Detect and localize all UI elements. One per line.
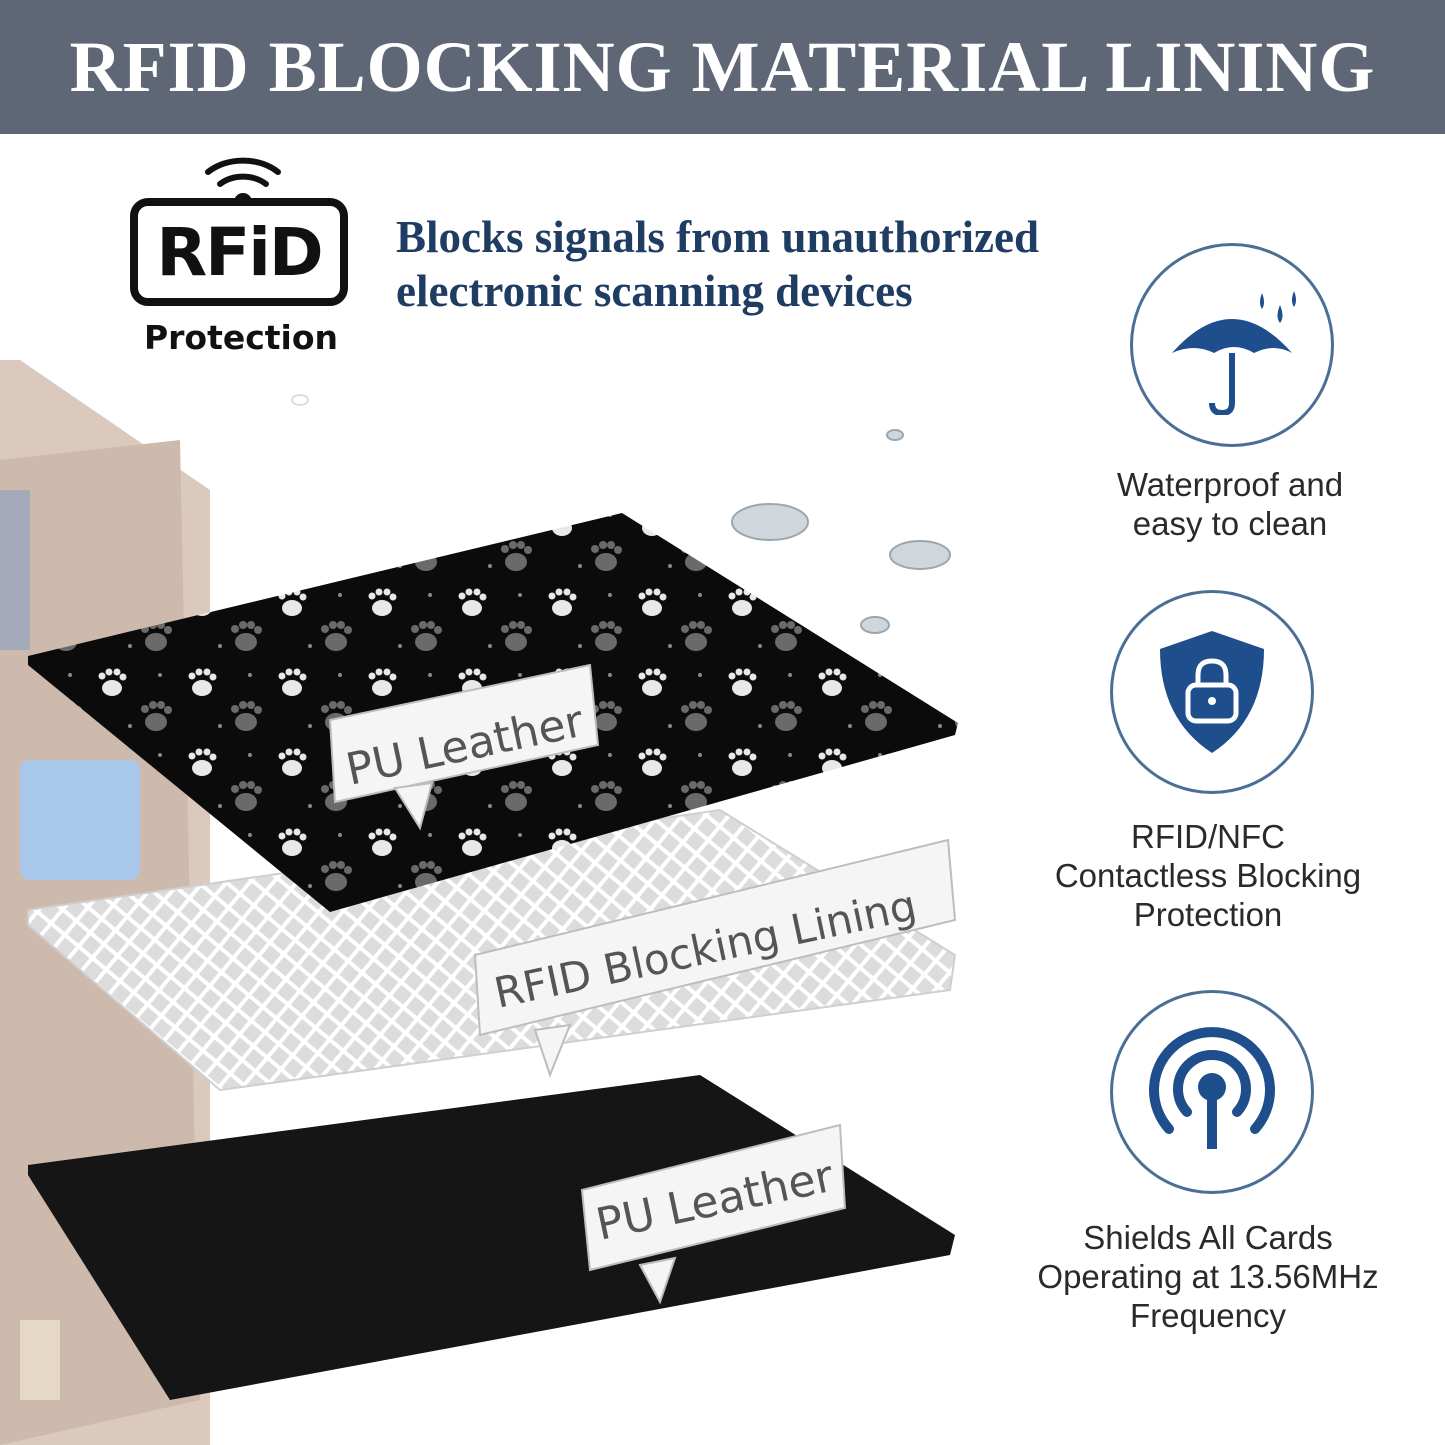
feature-frequency-line-1: Shields All Cards (1083, 1219, 1333, 1256)
feature-waterproof-line-2: easy to clean (1132, 505, 1328, 542)
feature-rfid-nfc-line-3: Protection (1133, 896, 1283, 933)
headline-line-2: electronic scanning devices (396, 266, 913, 316)
feature-rfid-nfc: RFID/NFC Contactless Blocking Protection (998, 817, 1418, 934)
rfid-protection-logo: RFiD Protection (118, 150, 368, 365)
rfid-mark-text: RFiD (156, 213, 323, 291)
water-drops (291, 394, 951, 634)
headline-line-1: Blocks signals from unauthorized (396, 212, 1040, 262)
umbrella-rain-icon (1172, 291, 1296, 415)
feature-rfid-nfc-line-2: Contactless Blocking (1054, 857, 1362, 894)
feature-frequency-line-2: Operating at 13.56MHz (1037, 1258, 1379, 1295)
feature-waterproof-line-1: Waterproof and (1116, 466, 1344, 503)
shield-lock-icon (1160, 631, 1264, 753)
layer-illustration: PU Leather RFID Blocking Lining PU Leath… (0, 360, 958, 1445)
feature-frequency-line-3: Frequency (1130, 1297, 1286, 1334)
waterproof-icon-ring (1130, 243, 1334, 447)
rfid-caption: Protection (143, 318, 339, 357)
blocking-icon-ring (1110, 590, 1314, 794)
headline: Blocks signals from unauthorized electro… (396, 210, 1096, 318)
frequency-icon-ring (1110, 990, 1314, 1194)
rfid-mark-box: RFiD (130, 198, 348, 306)
title-banner: RFID BLOCKING MATERIAL LINING (0, 0, 1445, 134)
signal-antenna-icon (1149, 1027, 1275, 1149)
feature-waterproof: Waterproof and easy to clean (1020, 465, 1440, 543)
feature-frequency: Shields All Cards Operating at 13.56MHz … (998, 1218, 1418, 1335)
banner-title: RFID BLOCKING MATERIAL LINING (69, 26, 1376, 107)
feature-rfid-nfc-line-1: RFID/NFC (1131, 818, 1285, 855)
